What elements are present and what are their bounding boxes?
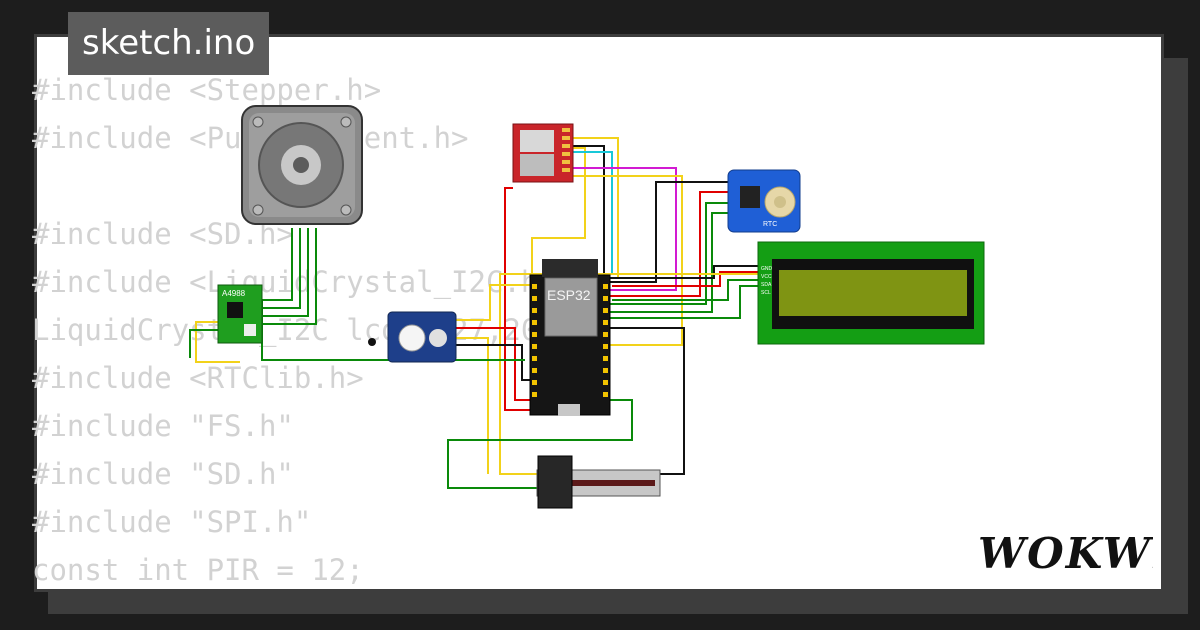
rtc-label: RTC [763, 221, 777, 228]
code-line: #include "SD.h" [32, 457, 294, 491]
wire-yellow [195, 321, 240, 363]
code-line: const int PIR = 12; [32, 553, 364, 587]
esp32-board[interactable]: ESP32 [529, 259, 611, 416]
lcd-display[interactable]: GND VCC SDA SCL [757, 241, 985, 345]
code-line: #include <LiquidCrystal_I2C.h> [32, 265, 556, 299]
wire-green [189, 329, 218, 358]
lcd-pin-label: SCL [761, 290, 771, 296]
wire-yellow [455, 337, 489, 474]
wire-yellow [572, 175, 683, 346]
rtc-module[interactable]: RTC [727, 169, 801, 233]
sd-card-module[interactable] [512, 123, 574, 183]
code-line: #include "FS.h" [32, 409, 294, 443]
wire-green [262, 228, 293, 301]
wire-black [608, 265, 770, 279]
wire-green [606, 285, 770, 319]
lcd-pin-label: SDA [761, 282, 772, 288]
wire-red [455, 327, 532, 401]
wire-green [262, 228, 317, 325]
wire-green [610, 202, 730, 305]
stepper-motor[interactable] [241, 105, 363, 225]
a4988-driver[interactable]: A4988 [217, 284, 263, 344]
wire-cyan [572, 151, 613, 275]
wokwi-logo: WOKWi [978, 529, 1153, 578]
wire-black [610, 327, 685, 475]
wire-red [610, 191, 730, 297]
code-line: #include "SPI.h" [32, 505, 312, 539]
lcd-pin-label: GND [761, 266, 773, 272]
sketch-title: sketch.ino [68, 12, 270, 75]
lcd-pin-label: VCC [761, 274, 772, 280]
wire-red [504, 187, 530, 411]
wire-yellow [455, 284, 535, 321]
wire-black [608, 181, 730, 283]
wire-green [262, 228, 309, 317]
wire-black [572, 145, 605, 278]
wire-yellow [499, 273, 770, 475]
wire-green [447, 399, 633, 489]
wire-green [262, 228, 301, 309]
slide-potentiometer[interactable] [536, 455, 661, 509]
pir-sensor[interactable] [368, 311, 457, 363]
a4988-label: A4988 [222, 289, 246, 298]
wire-yellow [531, 147, 586, 290]
esp32-label: ESP32 [547, 287, 591, 303]
code-line: #include <RTClib.h> [32, 361, 364, 395]
code-line: #include <Stepper.h> [32, 73, 382, 107]
brand-text: WOKWi [978, 529, 1153, 578]
code-background: #include <Stepper.h>#include <PubSubClie… [32, 66, 608, 594]
wire-green [610, 212, 730, 313]
wire-black [455, 344, 533, 381]
wire-red [612, 271, 770, 287]
wire-yellow [572, 137, 619, 278]
wire-magenta [572, 167, 677, 291]
wire-green [612, 279, 770, 301]
